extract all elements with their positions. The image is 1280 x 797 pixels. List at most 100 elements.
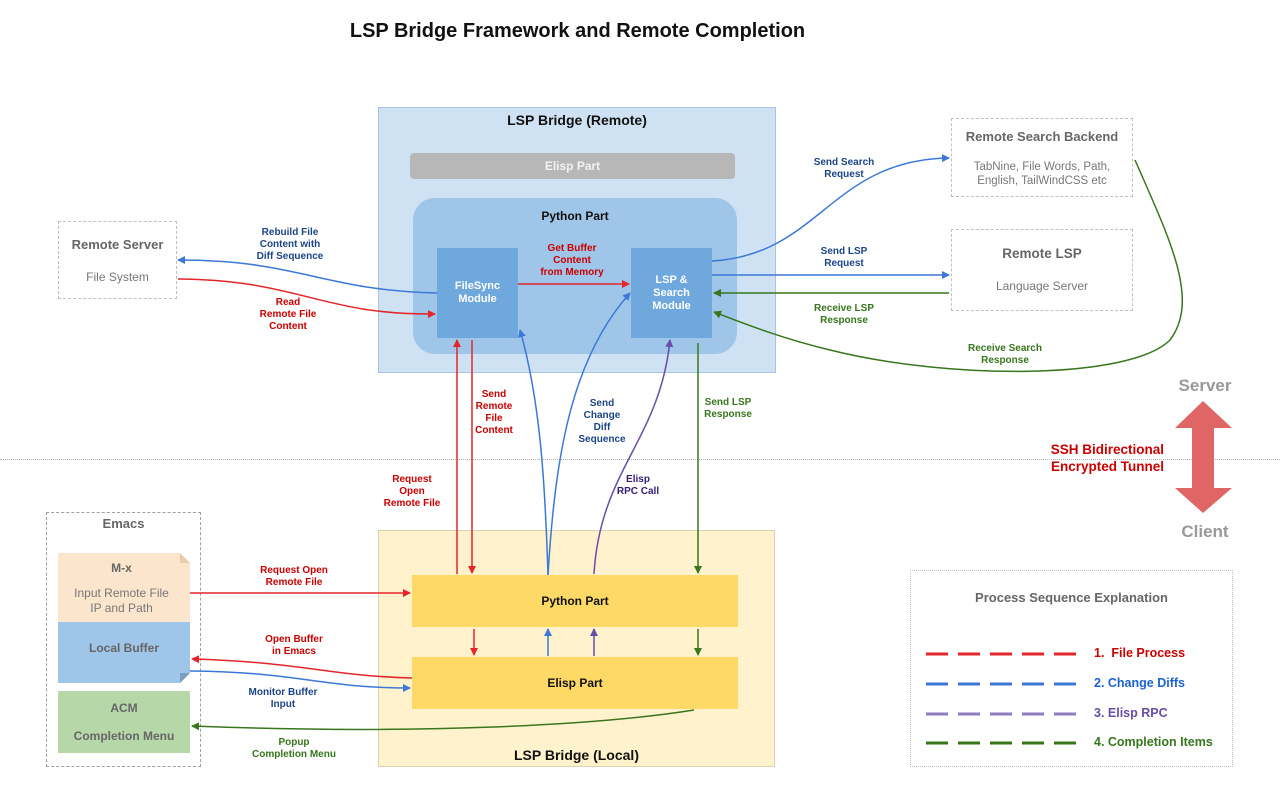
edge-read-remote-file (177, 278, 436, 319)
tunnel-label-line-1: SSH Bidirectional (1050, 442, 1164, 457)
label-line: Send (481, 389, 507, 400)
mx-title: M-x (111, 561, 132, 575)
mx-note-shape (58, 553, 190, 638)
label-line: Send LSP (704, 397, 752, 408)
label-send-change-diff: Send Change Diff Sequence (572, 398, 632, 446)
edge-rebuild-file (177, 256, 438, 294)
ssh-tunnel-arrow-icon (1175, 401, 1232, 513)
tunnel-client-label: Client (1181, 522, 1229, 541)
remote-server-box (58, 221, 177, 299)
legend-box (910, 570, 1233, 767)
label-send-remote-file-content: Send Remote File Content (464, 389, 524, 437)
tunnel-label-line-2: Encrypted Tunnel (1050, 459, 1164, 474)
local-bridge-panel (378, 530, 775, 767)
remote-lsp-subtitle: Language Server (995, 279, 1089, 293)
edge-send-search-request (711, 154, 950, 262)
remote-server-title: Remote Server (71, 237, 164, 252)
label-line: Send Search (813, 157, 875, 168)
label-popup-completion-menu: Popup Completion Menu (234, 737, 354, 761)
label-line: Get Buffer (547, 243, 597, 254)
lsp-search-module: LSP & Search Module (631, 248, 712, 338)
legend-line-swatch (926, 741, 1078, 745)
legend-item-label: 2. Change Diffs (1094, 676, 1185, 690)
remote-lsp-box (951, 229, 1133, 311)
label-line: Send LSP (820, 246, 868, 257)
local-bridge-title: LSP Bridge (Local) (514, 747, 639, 763)
label-line: Remote File (265, 577, 323, 588)
mx-line-2: IP and Path (90, 601, 153, 615)
label-line: Elisp (626, 474, 650, 485)
edge-receive-search-response (713, 159, 1183, 373)
label-line: Response (704, 409, 752, 420)
label-line: Request (824, 258, 864, 269)
label-line: Remote File (383, 498, 441, 509)
label-send-lsp-request: Send LSP Request (794, 246, 894, 270)
emacs-box (46, 512, 201, 767)
mx-line-1: Input Remote File (74, 586, 169, 600)
acm-subtitle: Completion Menu (73, 729, 175, 743)
label-read-remote-file: Read Remote File Content (238, 297, 338, 333)
legend-title: Process Sequence Explanation (975, 590, 1168, 605)
label-line: Request (392, 474, 432, 485)
label-line: Diff Sequence (256, 251, 324, 262)
lsp-search-module-label: LSP & Search Module (652, 273, 691, 312)
acm-box-shape (58, 691, 190, 753)
local-buffer-label: Local Buffer (88, 641, 159, 655)
label-line: in Emacs (272, 646, 316, 657)
label-line: Monitor Buffer (248, 687, 318, 698)
remote-server-subtitle: File System (86, 270, 149, 284)
tunnel-server-label: Server (1178, 376, 1232, 395)
label-line: Request Open (260, 565, 328, 576)
label-line: Sequence (578, 434, 626, 445)
local-python-part: Python Part (412, 575, 738, 627)
legend-line-swatch (926, 712, 1078, 716)
label-line: Content with (259, 239, 321, 250)
edge-popup-completion-menu (191, 709, 695, 731)
server-client-divider (0, 459, 1280, 460)
label-monitor-buffer-input: Monitor Buffer Input (233, 687, 333, 711)
label-line: Response (820, 315, 868, 326)
legend-item: 2. Change Diffs (925, 676, 1225, 692)
label-line: Remote (475, 401, 513, 412)
label-line: Input (270, 699, 296, 710)
label-line: Request (824, 169, 864, 180)
label-line: RPC Call (616, 486, 660, 497)
label-line: from Memory (540, 267, 604, 278)
legend-item-label: 3. Elisp RPC (1094, 706, 1168, 720)
remote-lsp-title: Remote LSP (1002, 246, 1082, 261)
legend-item: 4. Completion Items (925, 735, 1225, 751)
acm-title: ACM (110, 701, 138, 715)
filesync-module: FileSync Module (437, 248, 518, 338)
legend-item: 3. Elisp RPC (925, 706, 1225, 722)
edge-elisp-rpc-call (593, 339, 674, 575)
label-send-search-request: Send Search Request (794, 157, 894, 181)
local-buffer-note-shape (58, 622, 190, 683)
label-send-lsp-response: Send LSP Response (698, 397, 758, 421)
label-elisp-rpc-call: Elisp RPC Call (608, 474, 668, 498)
legend-item: 1. File Process (925, 646, 1225, 662)
label-line: Open Buffer (265, 634, 323, 645)
label-line: Open (399, 486, 425, 497)
label-rebuild-file: Rebuild File Content with Diff Sequence (240, 227, 340, 263)
emacs-title: Emacs (102, 516, 145, 531)
remote-search-backend-subtitle-1: TabNine, File Words, Path, (973, 161, 1111, 173)
edge-open-buffer-in-emacs (191, 655, 413, 679)
remote-python-part-title: Python Part (541, 209, 609, 223)
filesync-module-label: FileSync Module (454, 280, 501, 305)
label-line: Content (553, 255, 591, 266)
label-line: Receive LSP (813, 303, 875, 314)
local-elisp-part: Elisp Part (412, 657, 738, 709)
diagram-title: LSP Bridge Framework and Remote Completi… (349, 20, 806, 42)
label-receive-lsp-response: Receive LSP Response (794, 303, 894, 327)
label-line: Diff (593, 422, 611, 433)
legend-item-label: 4. Completion Items (1094, 735, 1213, 749)
remote-search-backend-title: Remote Search Backend (965, 129, 1119, 144)
legend-line-swatch (926, 682, 1078, 686)
label-line: Receive Search (968, 343, 1042, 354)
remote-search-backend-subtitle-2: English, TailWindCSS etc (977, 175, 1107, 187)
label-line: Content (269, 321, 307, 332)
label-line: Send (589, 398, 615, 409)
